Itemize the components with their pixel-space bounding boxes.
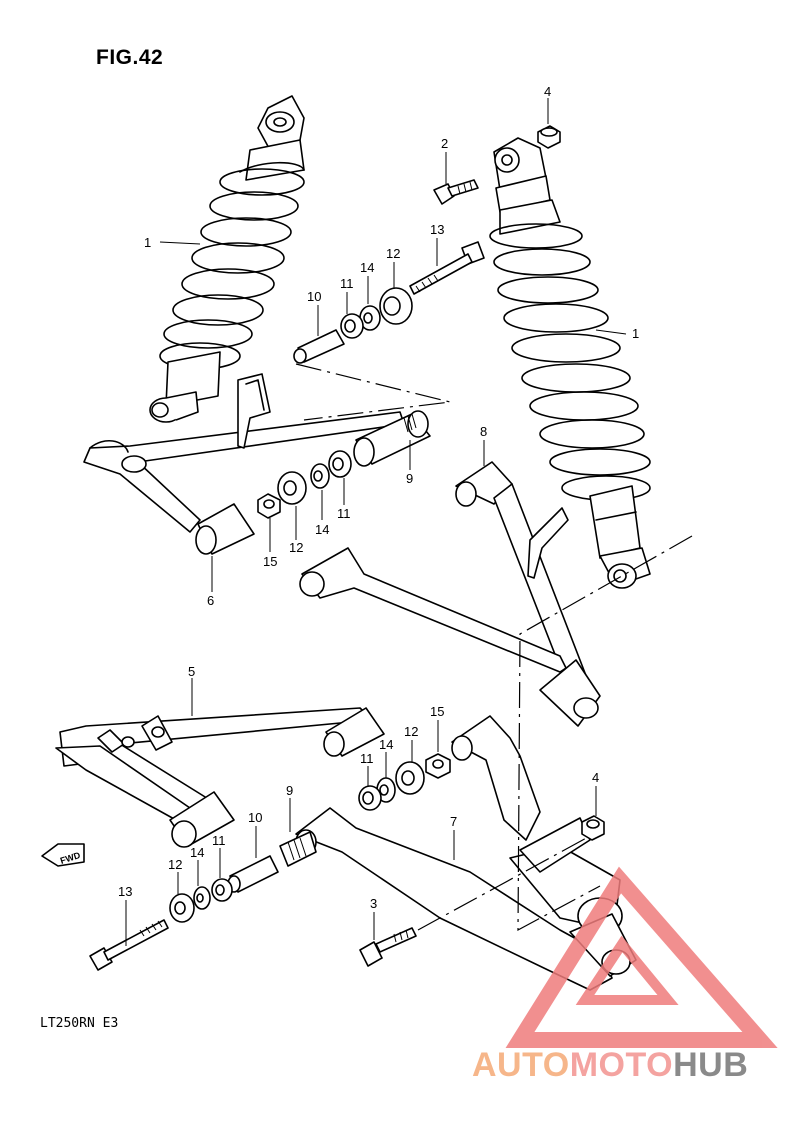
bearing-9-top bbox=[353, 410, 431, 467]
label-13-top: 13 bbox=[430, 222, 444, 237]
label-9-bottom: 9 bbox=[286, 783, 293, 798]
bushing-11-lower-right bbox=[358, 785, 382, 811]
suspension-arm-5 bbox=[55, 707, 385, 848]
bolt-2 bbox=[433, 179, 479, 205]
label-8: 8 bbox=[480, 424, 487, 439]
label-12-d: 12 bbox=[168, 857, 182, 872]
forward-arrow-icon: FWD bbox=[41, 843, 85, 867]
label-4-bottom: 4 bbox=[592, 770, 599, 785]
nut-15-upper bbox=[257, 493, 281, 519]
washer-14-lower-left bbox=[193, 886, 211, 910]
leader-lines bbox=[125, 98, 627, 946]
label-11-b: 11 bbox=[337, 506, 351, 521]
label-11-d: 11 bbox=[212, 833, 226, 848]
label-13-bottom: 13 bbox=[118, 884, 132, 899]
washer-12-top bbox=[379, 287, 413, 325]
label-5: 5 bbox=[188, 664, 195, 679]
label-7: 7 bbox=[450, 814, 457, 829]
bushing-11-upper bbox=[328, 450, 352, 478]
watermark-brand: AUTOMOTOHUB bbox=[472, 1046, 748, 1085]
label-10-bottom: 10 bbox=[248, 810, 262, 825]
label-14-b: 14 bbox=[315, 522, 329, 537]
shock-absorber-right bbox=[489, 137, 651, 589]
label-12-a: 12 bbox=[386, 246, 400, 261]
model-code: LT250RN E3 bbox=[40, 1016, 119, 1031]
label-3: 3 bbox=[370, 896, 377, 911]
label-6: 6 bbox=[207, 593, 214, 608]
label-14-c: 14 bbox=[379, 737, 393, 752]
collar-10-bottom bbox=[227, 855, 279, 893]
brand-part-auto: AUTO bbox=[472, 1046, 570, 1084]
bearing-9-bottom bbox=[279, 831, 317, 867]
nut-15-lower bbox=[425, 753, 451, 779]
brand-part-moto: MOTO bbox=[569, 1046, 674, 1084]
label-10-top: 10 bbox=[307, 289, 321, 304]
label-14-a: 14 bbox=[360, 260, 374, 275]
bolt-3 bbox=[359, 927, 417, 967]
washer-12-lower-right bbox=[395, 761, 425, 795]
label-12-c: 12 bbox=[404, 724, 418, 739]
nut-4-bottom bbox=[581, 815, 605, 841]
collar-10-top bbox=[293, 329, 345, 364]
label-11-c: 11 bbox=[360, 751, 374, 766]
label-14-d: 14 bbox=[190, 845, 204, 860]
label-15-top: 15 bbox=[263, 554, 277, 569]
label-2: 2 bbox=[441, 136, 448, 151]
suspension-arm-6 bbox=[83, 373, 405, 555]
figure-title: FIG.42 bbox=[96, 46, 164, 69]
label-4-top: 4 bbox=[544, 84, 551, 99]
label-1-right: 1 bbox=[632, 326, 639, 341]
brand-part-hub: HUB bbox=[673, 1046, 749, 1084]
suspension-arm-8 bbox=[455, 461, 601, 727]
label-12-b: 12 bbox=[289, 540, 303, 555]
washer-14-upper bbox=[310, 463, 330, 489]
label-1-left: 1 bbox=[144, 235, 151, 250]
part-labels: 1 1 2 4 13 12 14 11 10 8 9 11 14 12 15 6… bbox=[118, 84, 639, 911]
watermark-logo bbox=[505, 866, 778, 1048]
label-15-bottom: 15 bbox=[430, 704, 444, 719]
bushing-11-top bbox=[340, 313, 364, 339]
bolt-13-bottom bbox=[89, 919, 169, 971]
washer-14-top bbox=[359, 305, 381, 331]
washer-12-upper bbox=[277, 471, 307, 505]
label-11-a: 11 bbox=[340, 276, 354, 291]
bushing-11-lower-left bbox=[211, 878, 233, 902]
shock-absorber-left bbox=[149, 95, 305, 423]
nut-4-top bbox=[537, 125, 561, 149]
label-9-top: 9 bbox=[406, 471, 413, 486]
washer-12-lower-left bbox=[169, 893, 195, 923]
bolt-13-top bbox=[409, 241, 485, 295]
